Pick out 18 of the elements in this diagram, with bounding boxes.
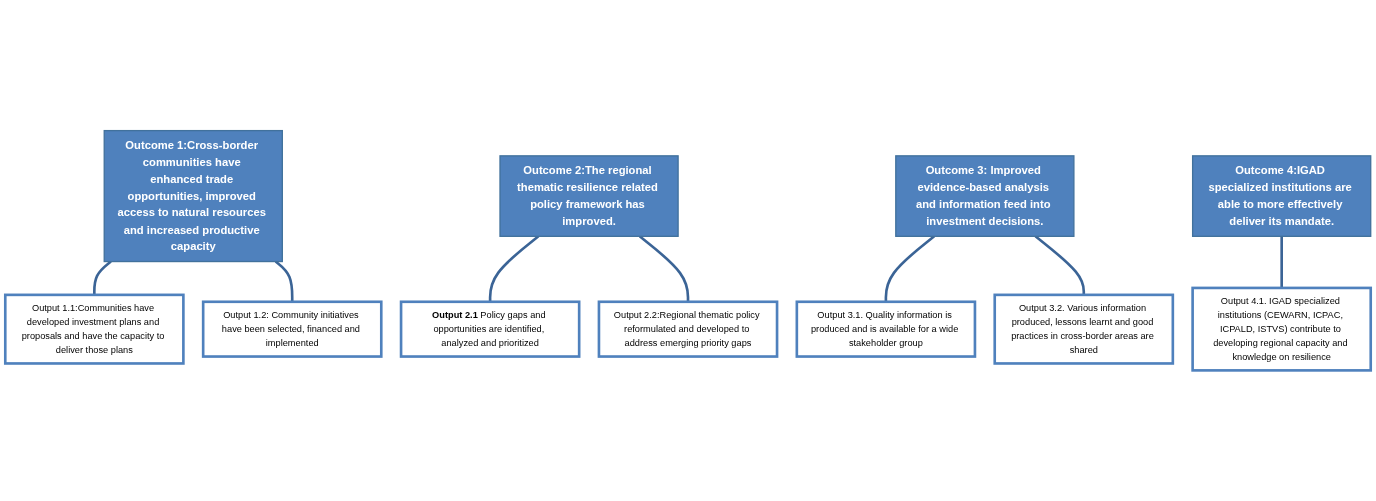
node-box: Outcome 2:The regional thematic resilience related policy framework has improved. — [499, 155, 679, 237]
node-box: Output 2.1 Policy gaps and opportunities are identified, analyzed and prioritized — [399, 300, 581, 358]
connector — [1280, 236, 1283, 288]
connector — [884, 235, 936, 302]
connector — [488, 235, 540, 302]
connector — [1034, 235, 1086, 295]
node-box: Outcome 4:IGAD specialized institutions are able to more effectively deliver its mandate. — [1191, 155, 1372, 237]
node-box: Output 1.1:Communities have developed investment plans and proposals and have the capacity to deliver those plans — [3, 293, 185, 365]
node-box: Output 3.1. Quality information is produced and is available for a wide stakeholder group — [795, 300, 977, 358]
node-box: Output 2.2:Regional thematic policy reformulated and developed to address emerging priority gaps — [597, 300, 779, 358]
node-box: Output 1.2: Community initiatives have been selected, financed and implemented — [201, 300, 383, 358]
connector — [93, 260, 112, 295]
connector — [638, 235, 690, 302]
node-box: Outcome 3: Improved evidence-based analysis and information feed into investment decisions. — [895, 155, 1075, 237]
node-box: Outcome 1:Cross-border communities have enhanced trade opportunities, improved access to natural resources and increased productive capacity — [103, 129, 283, 263]
node-box: Output 4.1. IGAD specialized institutions (CEWARN, ICPAC, ICPALD, ISTVS) contribute to developing regional capacity and knowledge on resilience — [1191, 286, 1373, 372]
node-box: Output 3.2. Various information produced, lessons learnt and good practices in cross-border areas are shared — [993, 293, 1175, 365]
connector — [274, 260, 294, 302]
